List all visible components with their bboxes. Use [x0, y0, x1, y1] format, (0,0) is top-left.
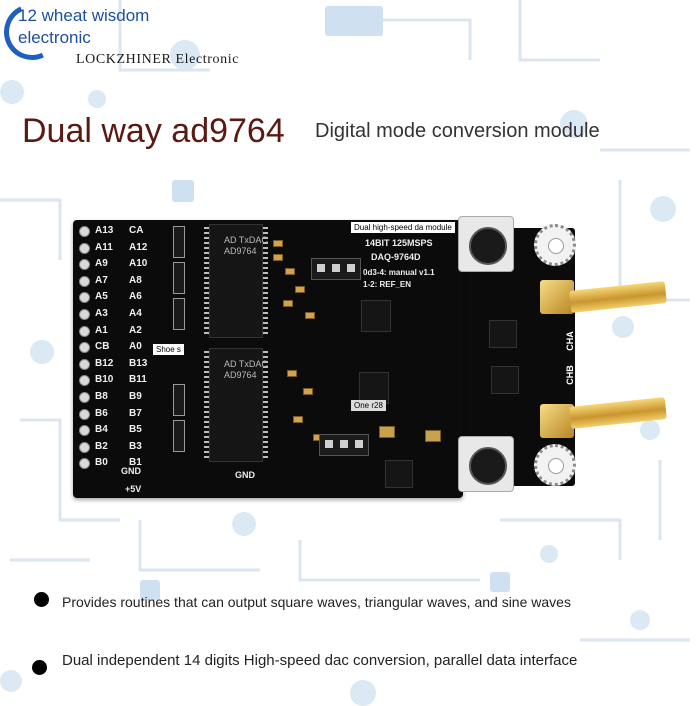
pin-label: B12 [95, 357, 114, 369]
header-pin [79, 342, 90, 354]
vcc-label: +5V [125, 484, 142, 494]
cha-label: CHA [564, 331, 575, 351]
chb-label: CHB [564, 365, 575, 385]
pin-label: A13 [95, 225, 114, 236]
header-pin [79, 375, 90, 387]
pin-label: B5 [129, 424, 142, 436]
chip-part-number: AD9764 [224, 246, 257, 256]
bullet-icon [34, 592, 49, 607]
op-amp-chip [361, 300, 391, 332]
product-subtitle: Digital mode conversion module [315, 120, 600, 142]
header-pin [79, 425, 90, 437]
brand-name-line2: electronic [18, 28, 91, 47]
pin-label: B4 [95, 424, 108, 436]
pin-label: A8 [129, 274, 142, 286]
regulator-chip [385, 460, 413, 488]
pin-label: A2 [129, 324, 142, 336]
gnd-label: GND [121, 466, 141, 476]
resistor-network [173, 262, 185, 294]
header-pin [79, 458, 90, 470]
header-pin [79, 325, 90, 337]
resistor-network [173, 384, 185, 416]
pin-label: B2 [95, 440, 108, 452]
pin-label: B13 [129, 357, 148, 369]
note-shoes: Shoe s [153, 344, 184, 355]
header-pin [79, 441, 90, 453]
pin-label: A0 [129, 341, 142, 353]
pin-label: B11 [129, 374, 147, 386]
product-title: Dual way ad9764 [22, 112, 285, 150]
jumper-header-bottom [319, 434, 369, 456]
header-pin [79, 408, 90, 420]
sma-connector-cha-base [540, 280, 574, 314]
header-pin [79, 392, 90, 403]
brand-name-latin: LOCKZHINER Electronic [76, 52, 240, 67]
jumper-header-top [311, 258, 361, 280]
potentiometer-top[interactable] [458, 216, 514, 272]
feature-2: Dual independent 14 digits High-speed da… [62, 652, 578, 669]
resistor-network [173, 226, 185, 258]
pin-label: A7 [95, 274, 108, 286]
pin-label: B10 [95, 374, 114, 386]
header-pin [79, 226, 90, 237]
pin-label: CB [95, 341, 110, 353]
pin-label: A4 [129, 308, 142, 319]
pin-label: B6 [95, 407, 108, 419]
potentiometer-bottom[interactable] [458, 436, 514, 492]
chip-logo-icon: AD [224, 235, 237, 245]
pin-label: B3 [129, 440, 142, 452]
pin-label: A1 [95, 324, 108, 336]
pin-label: A11 [95, 241, 113, 253]
resistor-network [173, 420, 185, 452]
dac-chip-2: AD TxDAC AD9764 [204, 348, 268, 462]
trimmer-gear-top-icon[interactable] [534, 224, 576, 266]
sma-connector-chb-base [540, 404, 574, 438]
dac-chip-1: AD TxDAC AD9764 [204, 224, 268, 338]
brand-name-line1: 12 wheat wisdom [18, 6, 150, 25]
feature-1: Provides routines that can output square… [62, 594, 571, 610]
pin-label: B9 [129, 391, 142, 402]
chip-brand-text: TxDAC [238, 359, 268, 369]
chip-part-number: AD9764 [224, 370, 257, 380]
pin-label: B8 [95, 391, 108, 402]
op-amp-chip [489, 320, 517, 348]
header-pin [79, 309, 90, 320]
pin-label: A6 [129, 291, 142, 303]
resistor-network [173, 298, 185, 330]
pin-label: B0 [95, 457, 108, 469]
header-pin [79, 242, 90, 254]
pin-label: A9 [95, 258, 108, 270]
spec-label: 14BIT 125MSPS [365, 238, 433, 248]
pin-label: A5 [95, 291, 108, 303]
op-amp-chip [491, 366, 519, 394]
jumper-note-2: 1-2: REF_EN [363, 280, 412, 289]
note-one: One r28 [351, 400, 386, 411]
pin-label: CA [129, 225, 144, 236]
bullet-icon [32, 660, 47, 675]
pin-label: B7 [129, 407, 142, 419]
header-pin [79, 292, 90, 304]
trimmer-gear-bottom-icon[interactable] [534, 444, 576, 486]
header-pin [79, 275, 90, 287]
pin-label: B1 [129, 457, 142, 469]
header-pin [79, 358, 90, 370]
module-label: Dual high-speed da module [351, 222, 455, 233]
jumper-note-1: 0d3-4: manual v1.1 [363, 268, 435, 277]
header-pin [79, 259, 90, 271]
pin-label: A3 [95, 308, 108, 319]
chip-logo-icon: AD [224, 359, 237, 369]
model-label: DAQ-9764D [371, 252, 421, 262]
pin-label: A10 [129, 258, 148, 270]
gnd-label-2: GND [235, 470, 255, 480]
pin-label: A12 [129, 241, 148, 253]
chip-brand-text: TxDAC [238, 235, 268, 245]
